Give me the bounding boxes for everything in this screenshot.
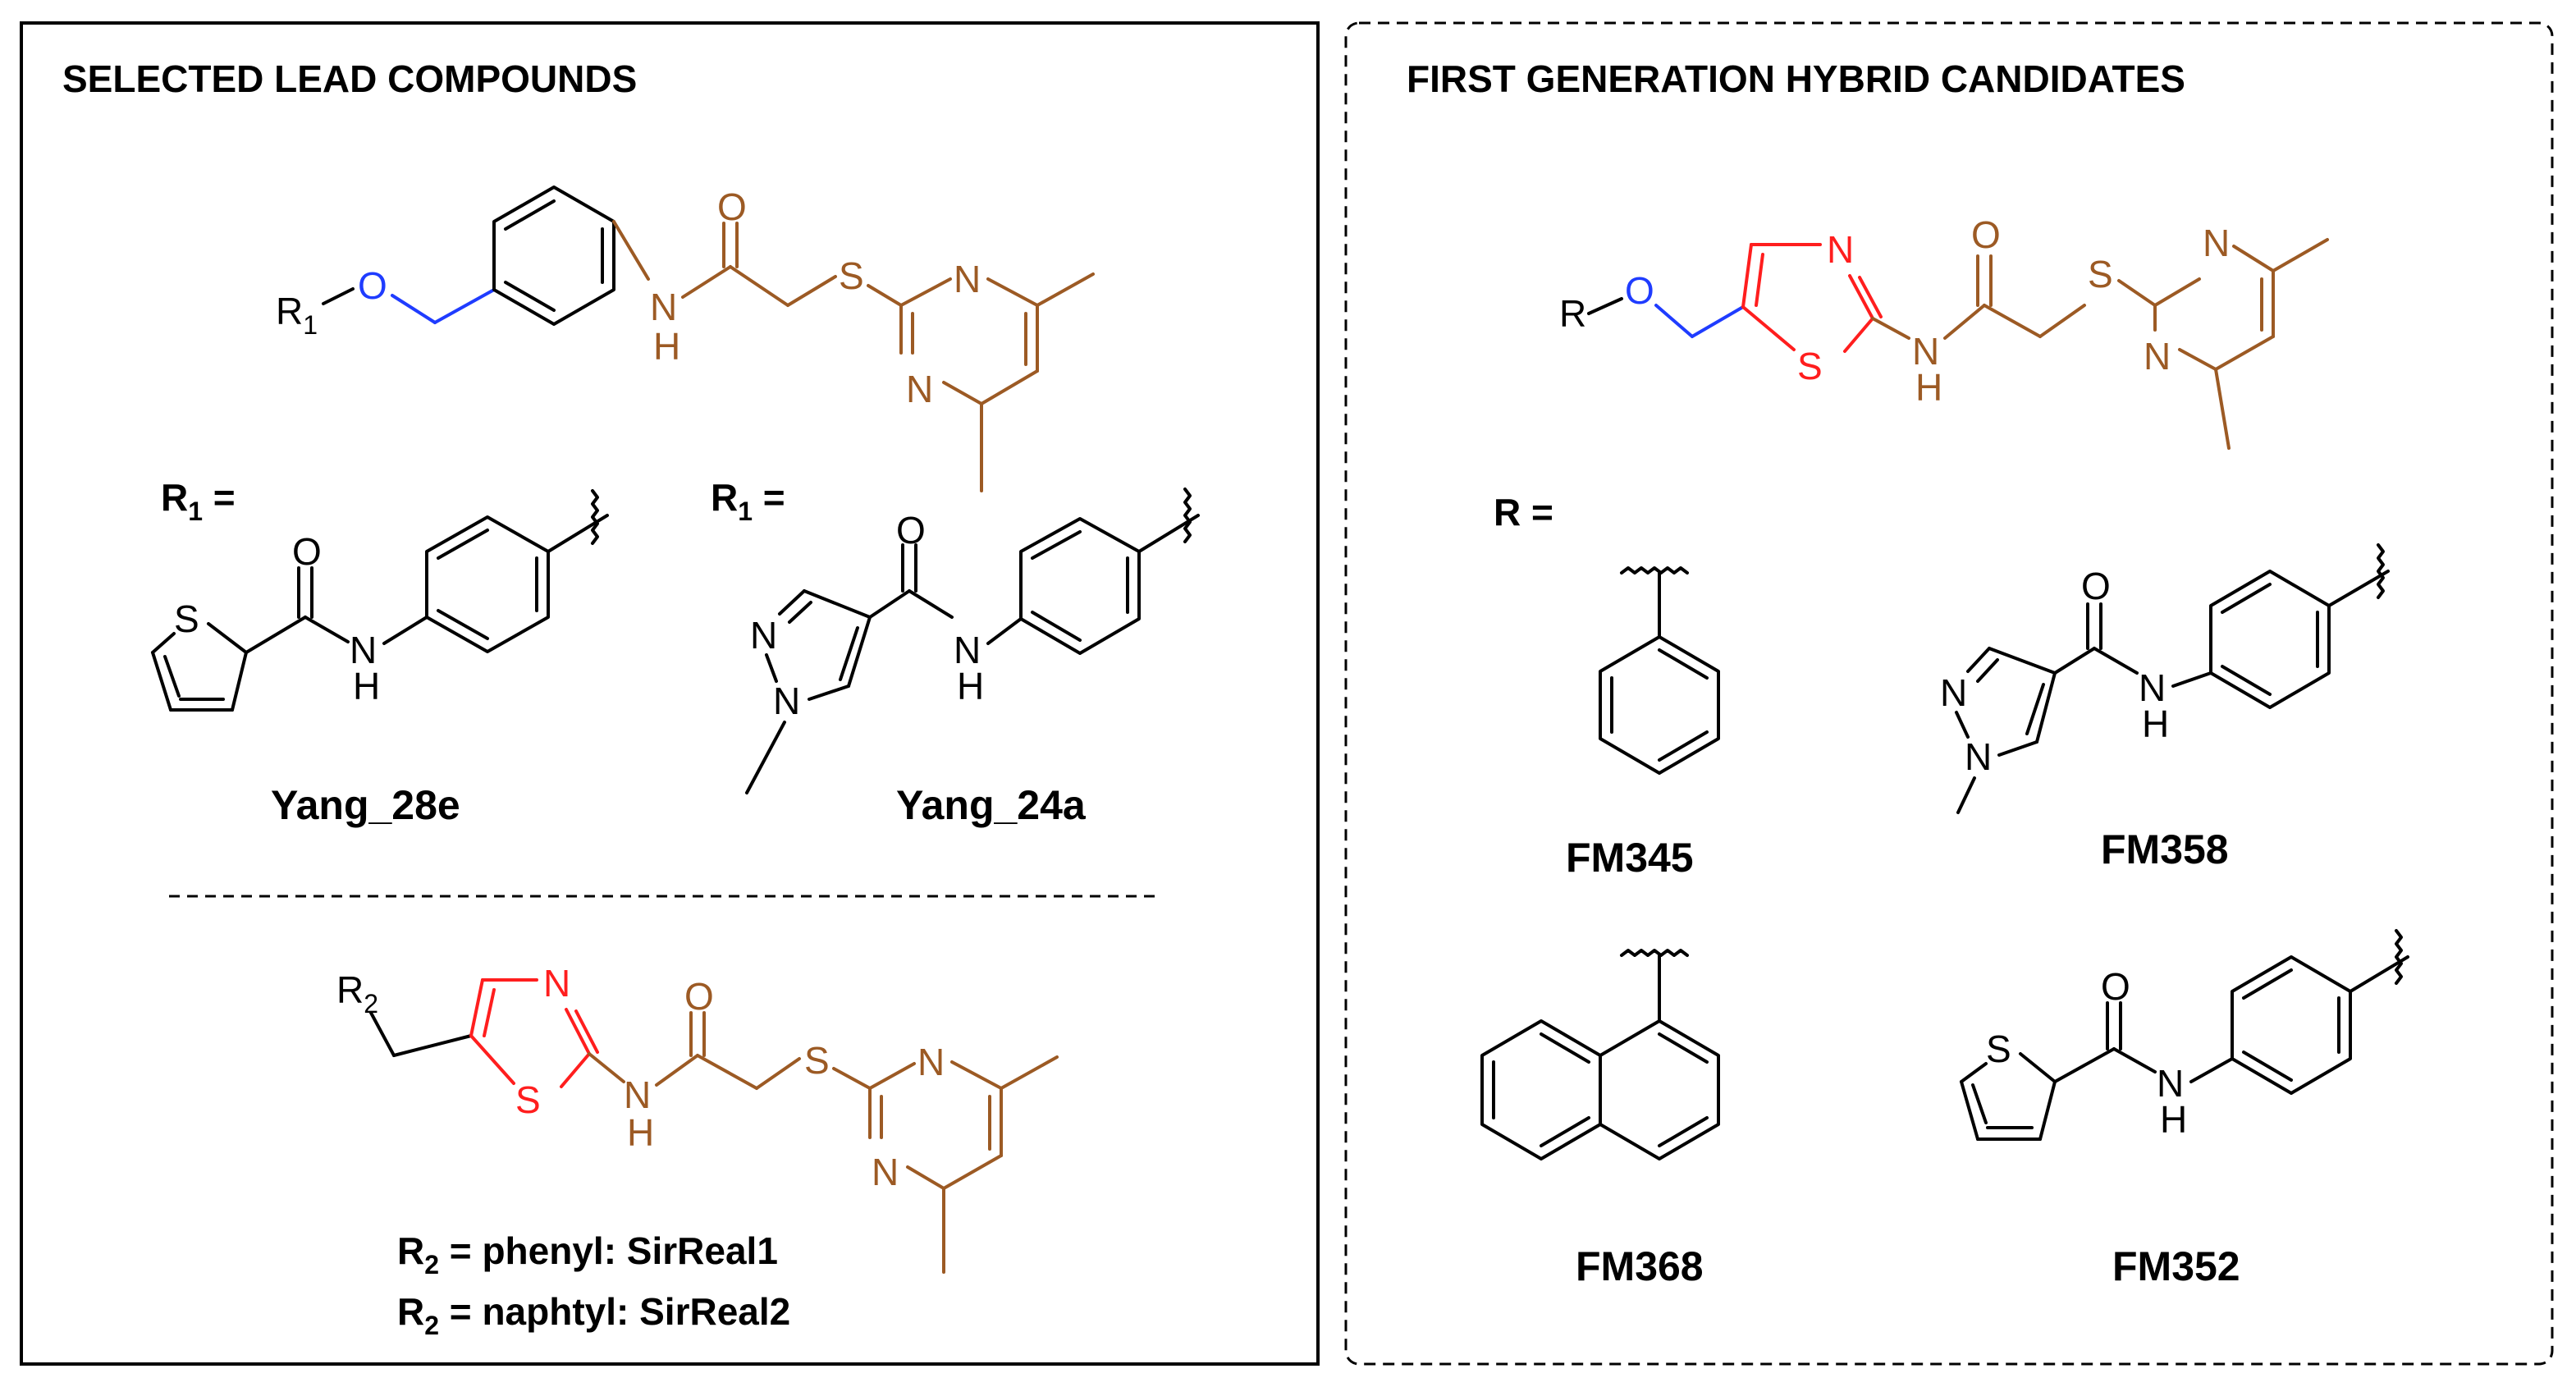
sirreal-amide-nitrogen: N — [624, 1073, 651, 1116]
pyrimidine-nitrogen-atom: N — [954, 258, 981, 300]
compound-label-yang-28e: Yang_28e — [271, 782, 460, 828]
hybrid-amide-hydrogen: H — [1915, 366, 1942, 409]
hybrid-thiazole-nitrogen: N — [1827, 228, 1854, 271]
pyrazole-nitrogen-1: N — [750, 614, 777, 657]
r1-label-b-equals: = — [753, 476, 785, 519]
sirreal-thiazole-nitrogen: N — [543, 962, 570, 1005]
r2-label-line2-subscript: 2 — [424, 1311, 439, 1340]
fm352-substituent-structure: S O N H — [1960, 929, 2409, 1141]
hybrid-thioether-sulfur: S — [2088, 253, 2113, 295]
pyrazole-nitrogen-2: N — [773, 680, 800, 722]
fm368-substituent-structure — [1480, 949, 1720, 1160]
pyrimidine-nitrogen-atom-2: N — [906, 368, 933, 410]
sirreal-carbonyl-oxygen: O — [684, 975, 714, 1018]
sirreal-amide-hydrogen: H — [627, 1111, 654, 1154]
svg-text:R2 = phenyl: SirReal1: R2 = phenyl: SirReal1 — [397, 1229, 778, 1279]
hybrid-thiazole-sulfur: S — [1797, 345, 1823, 387]
fm358-pyrazole-nitrogen-2: N — [1965, 735, 1992, 778]
svg-text:R2 = naphtyl: SirReal2: R2 = naphtyl: SirReal2 — [397, 1290, 790, 1340]
right-panel-title: FIRST GENERATION HYBRID CANDIDATES — [1407, 57, 2185, 100]
hybrid-pyrimidine-nitrogen-2: N — [2144, 335, 2171, 378]
compound-label-fm368: FM368 — [1576, 1243, 1704, 1289]
r2-label-line1: R — [397, 1229, 424, 1272]
yang-24a-amide-nitrogen: N — [954, 629, 981, 671]
hybrid-scaffold-structure: R O N S N H O S N N — [1559, 213, 2329, 450]
fm358-pyrazole-nitrogen-1: N — [1940, 671, 1967, 714]
thioether-sulfur-atom: S — [839, 254, 864, 297]
hybrid-r-equals-label: R = — [1494, 491, 1553, 533]
hybrid-ether-oxygen: O — [1625, 269, 1654, 312]
fm358-carbonyl-oxygen: O — [2081, 565, 2111, 607]
sirreal-thiazole-sulfur: S — [515, 1078, 541, 1121]
sirreal-thioether-sulfur: S — [804, 1039, 830, 1082]
svg-text:R2: R2 — [336, 968, 378, 1019]
amide-nitrogen-atom: N — [650, 286, 677, 328]
left-panel-title: SELECTED LEAD COMPOUNDS — [62, 57, 637, 100]
r2-label-line2: R — [397, 1290, 424, 1333]
hybrid-pyrimidine-nitrogen: N — [2203, 222, 2230, 264]
r1-label-b: R — [711, 476, 738, 519]
yang-28e-substituent-structure: S O N H — [151, 489, 609, 712]
carbonyl-oxygen-atom: O — [717, 185, 747, 228]
yang-28e-carbonyl-oxygen: O — [292, 530, 322, 573]
fm358-substituent-structure: N N O N H — [1940, 543, 2390, 814]
lead-scaffold-structure: R1 O N H O S N N — [276, 185, 1095, 492]
fm352-carbonyl-oxygen: O — [2101, 965, 2130, 1008]
ether-oxygen-atom: O — [358, 264, 387, 307]
thiophene-sulfur-atom: S — [174, 597, 199, 640]
svg-text:R1: R1 — [276, 290, 318, 340]
fm358-amide-nitrogen: N — [2139, 666, 2166, 709]
fm352-amide-nitrogen: N — [2157, 1062, 2184, 1105]
compound-label-yang-24a: Yang_24a — [896, 782, 1087, 828]
fm352-amide-hydrogen: H — [2160, 1098, 2187, 1141]
right-panel-frame — [1344, 21, 2554, 1366]
yang-24a-amide-hydrogen: H — [957, 665, 984, 707]
yang-24a-carbonyl-oxygen: O — [896, 509, 926, 552]
r1-label-b-subscript: 1 — [738, 497, 753, 526]
r1-label-a-equals: = — [203, 476, 236, 519]
r1-atom-subscript: 1 — [303, 310, 318, 340]
hybrid-carbonyl-oxygen: O — [1971, 213, 2001, 256]
fm345-substituent-structure — [1599, 566, 1720, 775]
sirreal1-description: = phenyl: SirReal1 — [439, 1229, 778, 1272]
r2-atom-label: R — [336, 968, 364, 1011]
fm352-thiophene-sulfur: S — [1986, 1028, 2011, 1070]
svg-text:R1 =: R1 = — [711, 476, 785, 526]
r1-label-a: R — [161, 476, 188, 519]
r2-atom-subscript: 2 — [364, 989, 378, 1019]
compound-label-fm352: FM352 — [2112, 1243, 2240, 1289]
hybrid-amide-nitrogen: N — [1912, 330, 1939, 373]
r1-atom-label: R — [276, 290, 303, 332]
fm358-amide-hydrogen: H — [2142, 703, 2169, 745]
sirreal-scaffold-structure: R2 N S N H O S N N — [336, 962, 1059, 1274]
compound-label-fm345: FM345 — [1566, 835, 1694, 881]
r1-label-a-subscript: 1 — [188, 497, 203, 526]
left-panel-frame — [20, 21, 1320, 1366]
amide-hydrogen-atom: H — [653, 325, 680, 368]
compound-label-fm358: FM358 — [2101, 826, 2229, 872]
sirreal2-description: = naphtyl: SirReal2 — [439, 1290, 790, 1333]
r2-label-line1-subscript: 2 — [424, 1250, 439, 1279]
yang-24a-substituent-structure: N N O N H — [745, 488, 1200, 794]
hybrid-r-atom-label: R — [1559, 292, 1586, 335]
sirreal-pyrimidine-nitrogen-2: N — [872, 1151, 899, 1193]
sirreal-pyrimidine-nitrogen: N — [917, 1041, 945, 1083]
svg-text:R1 =: R1 = — [161, 476, 236, 526]
yang-28e-amide-nitrogen: N — [350, 629, 377, 671]
yang-28e-amide-hydrogen: H — [353, 665, 380, 707]
